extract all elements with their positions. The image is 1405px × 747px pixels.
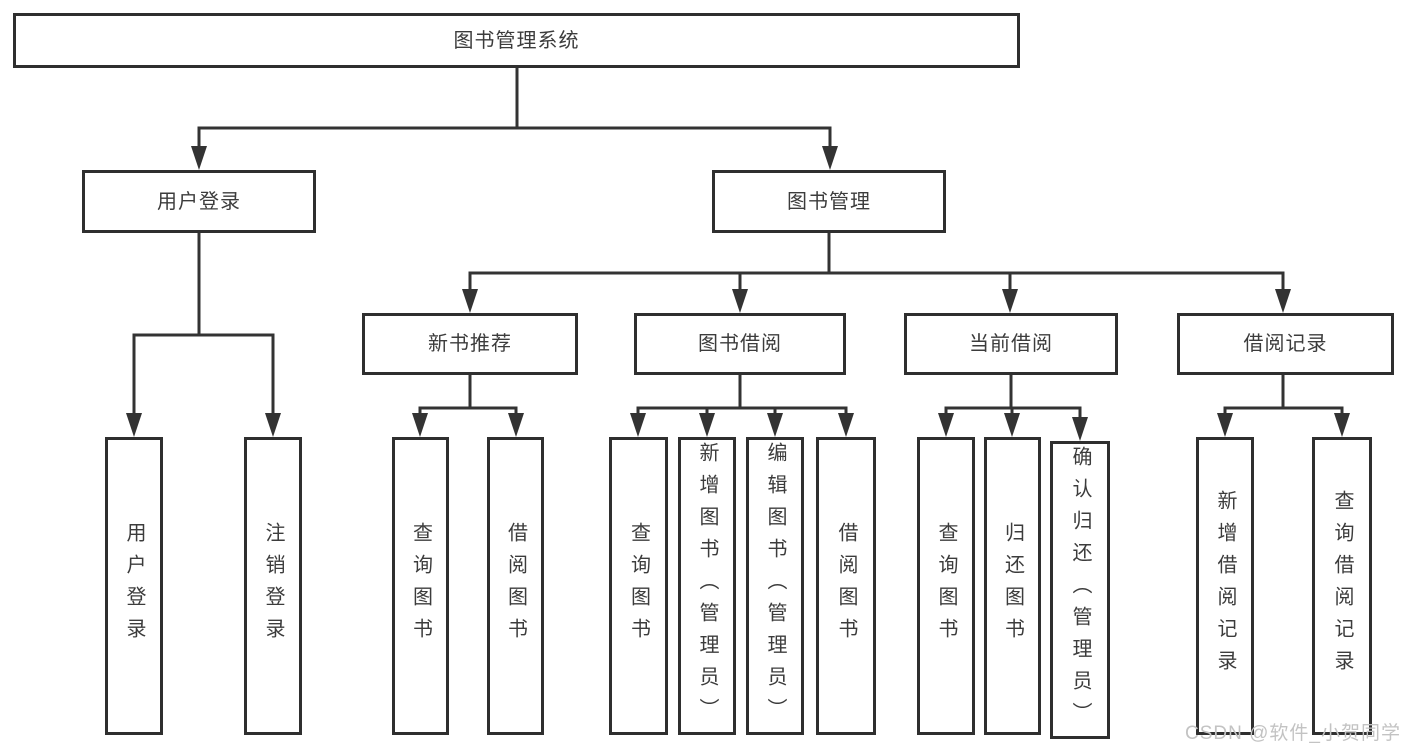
node-label: 借阅记录 (1243, 333, 1328, 355)
node-label: 用户登录 (123, 522, 145, 650)
connector-current-borrow-to-leaves (944, 375, 1082, 421)
arrowhead (767, 413, 783, 437)
arrowhead (1217, 413, 1233, 437)
arrowhead (191, 146, 207, 170)
node-book-borrow: 图书借阅 (634, 313, 846, 375)
arrowhead (838, 413, 854, 437)
node-label: 查询借阅记录 (1331, 490, 1353, 682)
node-label: 编辑图书（管理员） (764, 442, 786, 730)
arrowhead (630, 413, 646, 437)
connector-borrow-records-to-leaves (1223, 375, 1344, 417)
arrowhead (938, 413, 954, 437)
arrowhead (462, 289, 478, 313)
leaf-logout: 注销登录 (244, 437, 302, 735)
node-label: 确认归还（管理员） (1069, 446, 1091, 734)
node-label: 借阅图书 (504, 522, 527, 650)
arrowhead (1334, 413, 1350, 437)
arrowhead (508, 413, 524, 437)
arrowhead (699, 413, 715, 437)
node-root-system: 图书管理系统 (13, 13, 1020, 68)
node-label: 查询图书 (935, 522, 957, 650)
node-label: 用户登录 (157, 190, 241, 213)
node-label: 新书推荐 (428, 333, 512, 355)
node-label: 图书借阅 (698, 333, 782, 355)
leaf-borrow-books: 借阅图书 (487, 437, 544, 735)
arrowhead (732, 289, 748, 313)
node-user-login: 用户登录 (82, 170, 316, 233)
arrowheads (126, 146, 1350, 441)
leaf-add-book-admin: 新增图书（管理员） (678, 437, 736, 735)
connector-root-to-level2 (197, 68, 832, 150)
arrowhead (1004, 413, 1020, 437)
arrowhead (412, 413, 428, 437)
node-book-management: 图书管理 (712, 170, 946, 233)
connector-book-borrow-to-leaves (636, 375, 848, 417)
arrowhead (1002, 289, 1018, 313)
leaf-query-borrow-record: 查询借阅记录 (1312, 437, 1372, 735)
leaf-confirm-return-admin: 确认归还（管理员） (1050, 441, 1110, 739)
node-borrow-records: 借阅记录 (1177, 313, 1394, 375)
csdn-watermark: CSDN @软件_小贺同学 (1185, 723, 1401, 744)
node-label: 新增图书（管理员） (696, 442, 718, 730)
arrowhead (822, 146, 838, 170)
leaf-return-books: 归还图书 (984, 437, 1041, 735)
leaf-query-books: 查询图书 (392, 437, 449, 735)
node-label: 图书管理系统 (453, 29, 580, 52)
arrowhead (265, 413, 281, 437)
node-label: 借阅图书 (835, 522, 857, 650)
arrowhead (1072, 417, 1088, 441)
arrowhead (1275, 289, 1291, 313)
leaf-add-borrow-record: 新增借阅记录 (1196, 437, 1254, 735)
node-current-borrow: 当前借阅 (904, 313, 1118, 375)
node-label: 新增借阅记录 (1214, 490, 1236, 682)
leaf-user-login: 用户登录 (105, 437, 163, 735)
node-label: 注销登录 (262, 522, 284, 650)
connector-user-login-to-leaves (132, 233, 275, 417)
node-label: 查询图书 (627, 522, 650, 650)
node-label: 归还图书 (1001, 522, 1024, 650)
connector-book-management-to-level3 (468, 233, 1285, 293)
node-label: 图书管理 (787, 190, 871, 213)
node-new-book-recommend: 新书推荐 (362, 313, 578, 375)
connector-lines (132, 68, 1344, 421)
node-label: 查询图书 (409, 522, 432, 650)
leaf-query-books: 查询图书 (609, 437, 668, 735)
arrowhead (126, 413, 142, 437)
leaf-query-books: 查询图书 (917, 437, 975, 735)
leaf-borrow-books: 借阅图书 (816, 437, 876, 735)
connector-new-book-recommend-to-leaves (418, 375, 518, 417)
node-label: 当前借阅 (969, 333, 1053, 355)
leaf-edit-book-admin: 编辑图书（管理员） (746, 437, 804, 735)
